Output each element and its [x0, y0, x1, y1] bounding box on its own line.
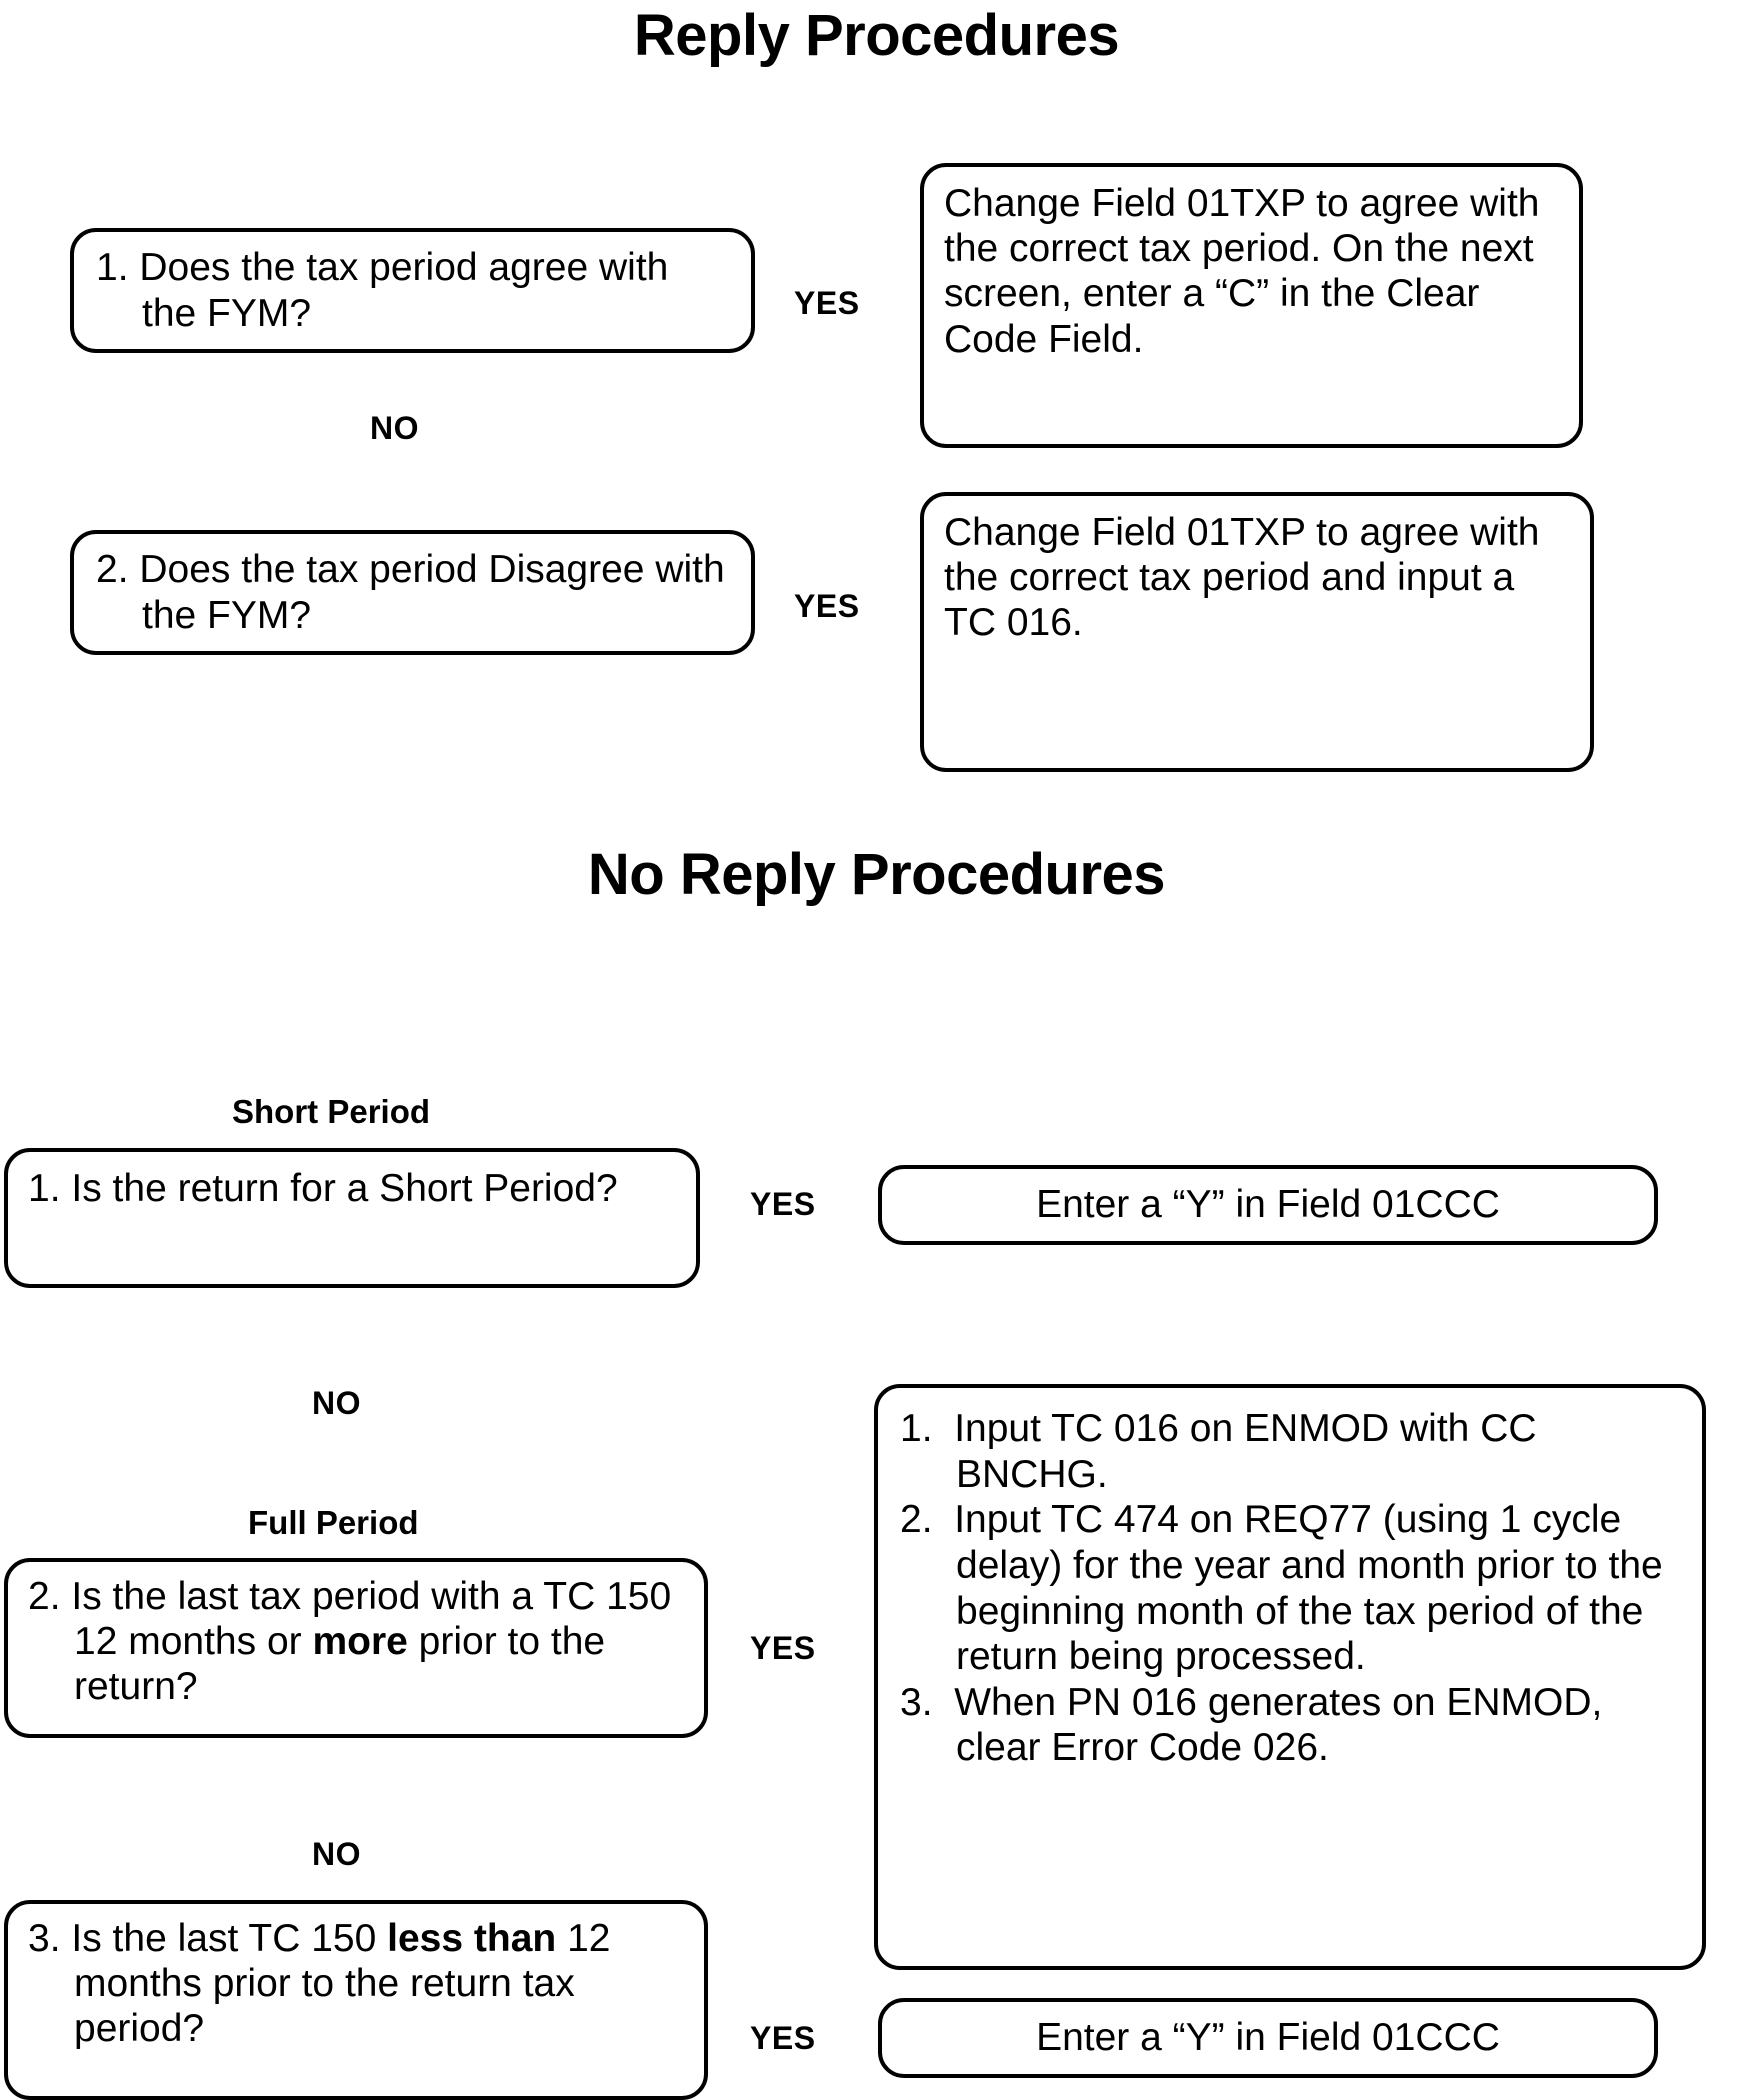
- reply-q1-yes-label: YES: [794, 285, 860, 321]
- noreply-question-2-box: 2. Is the last tax period with a TC 150 …: [4, 1558, 708, 1738]
- noreply-q2-step-2: 2. Input TC 474 on REQ77 (using 1 cycle …: [900, 1497, 1680, 1680]
- reply-question-1-label: 1. Does the tax period agree with the FY…: [96, 245, 729, 335]
- noreply-question-2-number: 2.: [28, 1575, 61, 1618]
- noreply-question-2-text: 2. Is the last tax period with a TC 150 …: [28, 1574, 684, 1710]
- noreply-question-2-body-part2: prior to the return?: [74, 1620, 606, 1709]
- noreply-q2-yes-action-step-list: 1. Input TC 016 on ENMOD with CC BNCHG. …: [900, 1406, 1680, 1771]
- noreply-question-3-number: 3.: [28, 1917, 61, 1960]
- noreply-q2-step-3-number: 3.: [900, 1680, 933, 1724]
- noreply-q2-step-3-text: When PN 016 generates on ENMOD, clear Er…: [954, 1680, 1603, 1770]
- noreply-question-3-body-part2: 12 months prior to the return tax period…: [74, 1917, 611, 2051]
- noreply-q2-step-1: 1. Input TC 016 on ENMOD with CC BNCHG.: [900, 1406, 1680, 1497]
- reply-q2-yes-action-box: Change Field 01TXP to agree with the cor…: [920, 492, 1594, 772]
- reply-q1-yes-action-text: Change Field 01TXP to agree with the cor…: [944, 182, 1540, 361]
- reply-question-2-number: 2.: [96, 548, 129, 592]
- noreply-q1-yes-action-text: Enter a “Y” in Field 01CCC: [1036, 1183, 1500, 1227]
- noreply-question-3-body-bold: less than: [387, 1917, 557, 1960]
- reply-question-2-text: 2. Does the tax period Disagree with the…: [96, 547, 729, 637]
- noreply-question-1-body: Is the return for a Short Period?: [71, 1167, 618, 1210]
- noreply-question-2-body-bold: more: [312, 1620, 408, 1664]
- full-period-caption: Full Period: [248, 1504, 419, 1541]
- reply-q1-yes-action-box: Change Field 01TXP to agree with the cor…: [920, 163, 1583, 448]
- noreply-q1-no-label: NO: [312, 1385, 361, 1421]
- reply-q2-yes-label: YES: [794, 588, 860, 624]
- noreply-q2-step-2-text: Input TC 474 on REQ77 (using 1 cycle del…: [954, 1498, 1663, 1679]
- noreply-q1-yes-action-box: Enter a “Y” in Field 01CCC: [878, 1165, 1658, 1245]
- noreply-question-2-body-part1: Is the last tax period with a TC 150 12 …: [71, 1575, 672, 1664]
- noreply-question-3-box: 3. Is the last TC 150 less than 12 month…: [4, 1900, 708, 2100]
- reply-question-1-text: 1. Does the tax period agree with the FY…: [96, 245, 729, 335]
- short-period-caption: Short Period: [232, 1093, 431, 1130]
- noreply-q2-no-label: NO: [312, 1836, 361, 1872]
- reply-q2-yes-action-text: Change Field 01TXP to agree with the cor…: [944, 511, 1540, 645]
- reply-procedures-title: Reply Procedures: [633, 3, 1120, 68]
- noreply-q2-yes-label: YES: [750, 1630, 816, 1666]
- noreply-q2-step-1-number: 1.: [900, 1407, 933, 1450]
- no-reply-procedures-title: No Reply Procedures: [587, 842, 1166, 907]
- reply-q1-no-label: NO: [370, 410, 419, 446]
- reply-question-2-box: 2. Does the tax period Disagree with the…: [70, 530, 755, 655]
- noreply-question-1-number: 1.: [28, 1167, 61, 1210]
- noreply-question-3-body-part1: Is the last TC 150: [71, 1917, 388, 1960]
- noreply-q3-yes-action-box: Enter a “Y” in Field 01CCC: [878, 1998, 1658, 2078]
- noreply-q2-step-1-text: Input TC 016 on ENMOD with CC BNCHG.: [954, 1407, 1537, 1496]
- noreply-q2-yes-action-box: 1. Input TC 016 on ENMOD with CC BNCHG. …: [874, 1384, 1706, 1970]
- noreply-question-1-text: 1. Is the return for a Short Period?: [28, 1166, 676, 1211]
- reply-question-1-box: 1. Does the tax period agree with the FY…: [70, 228, 755, 353]
- noreply-question-1-box: 1. Is the return for a Short Period?: [4, 1148, 700, 1288]
- noreply-q3-yes-label: YES: [750, 2020, 816, 2056]
- reply-question-1-number: 1.: [96, 246, 129, 290]
- noreply-q2-step-3: 3. When PN 016 generates on ENMOD, clear…: [900, 1680, 1680, 1771]
- noreply-q1-yes-label: YES: [750, 1186, 816, 1222]
- noreply-question-3-text: 3. Is the last TC 150 less than 12 month…: [28, 1916, 684, 2052]
- noreply-q3-yes-action-text: Enter a “Y” in Field 01CCC: [1036, 2016, 1500, 2060]
- reply-question-1-body: Does the tax period agree with the FYM?: [139, 246, 669, 335]
- noreply-q2-step-2-number: 2.: [900, 1498, 933, 1542]
- reply-question-2-body: Does the tax period Disagree with the FY…: [139, 548, 725, 637]
